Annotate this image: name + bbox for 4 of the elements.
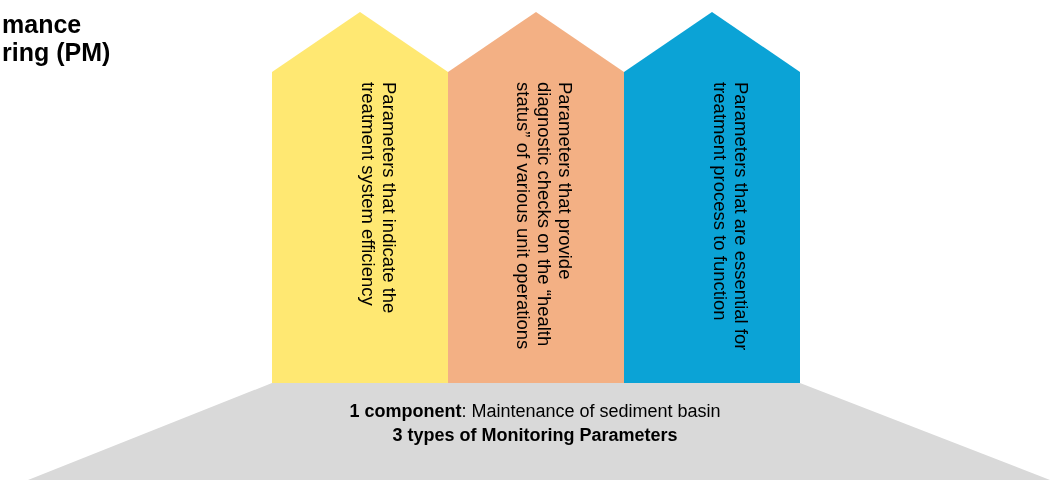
- heading: mance ring (PM): [2, 10, 112, 66]
- description-text: Parameters that indicate the treatment system efficiency: [358, 82, 400, 316]
- summary-text: 3 types of Monitoring Parameters: [391, 425, 679, 446]
- description-text: 1 component: Maintenance of sediment basin: [348, 401, 722, 422]
